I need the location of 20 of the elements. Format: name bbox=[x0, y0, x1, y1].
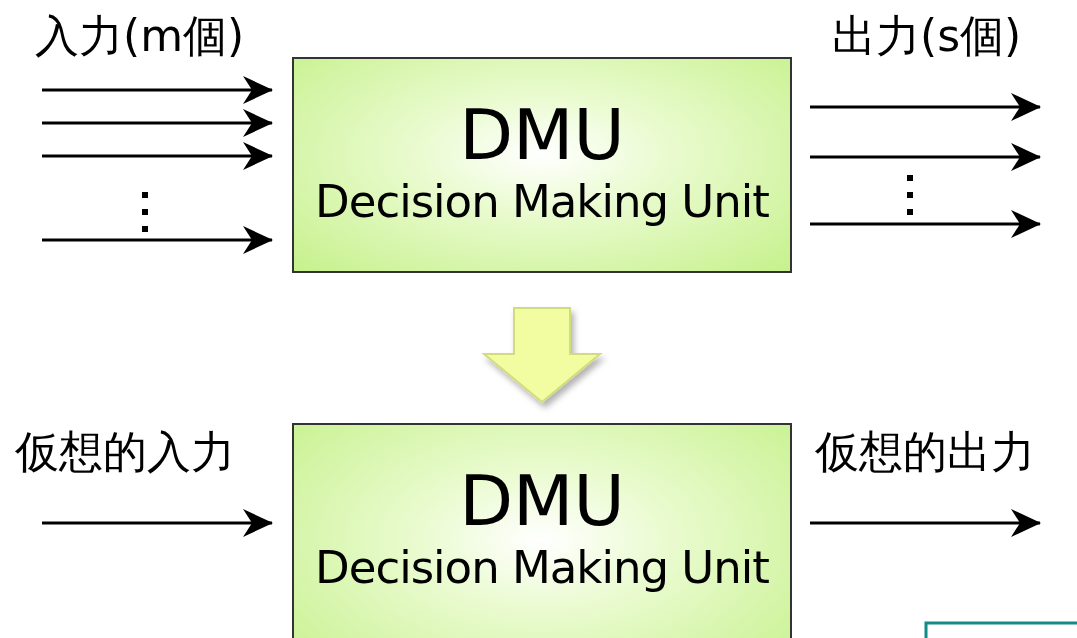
arrow bbox=[810, 509, 1041, 537]
arrow bbox=[810, 93, 1041, 121]
process-box bbox=[292, 57, 792, 273]
process-box bbox=[292, 423, 792, 638]
arrow bbox=[42, 509, 273, 537]
arrow bbox=[810, 210, 1041, 238]
block-arrow bbox=[481, 307, 603, 404]
box-subtitle: Decision Making Unit bbox=[315, 175, 769, 229]
heading-label: 仮想的出力 bbox=[815, 426, 1035, 478]
arrow bbox=[42, 226, 273, 254]
arrow bbox=[42, 109, 273, 137]
heading-label: 仮想的入力 bbox=[15, 426, 235, 478]
arrow bbox=[42, 76, 273, 104]
arrow bbox=[42, 142, 273, 170]
box-subtitle: Decision Making Unit bbox=[315, 541, 769, 595]
heading-label: 入力(m個) bbox=[35, 10, 245, 62]
arrow bbox=[810, 143, 1041, 171]
box-title: DMU bbox=[459, 461, 625, 541]
box-title: DMU bbox=[459, 95, 625, 175]
heading-label: 出力(s個) bbox=[832, 10, 1022, 62]
